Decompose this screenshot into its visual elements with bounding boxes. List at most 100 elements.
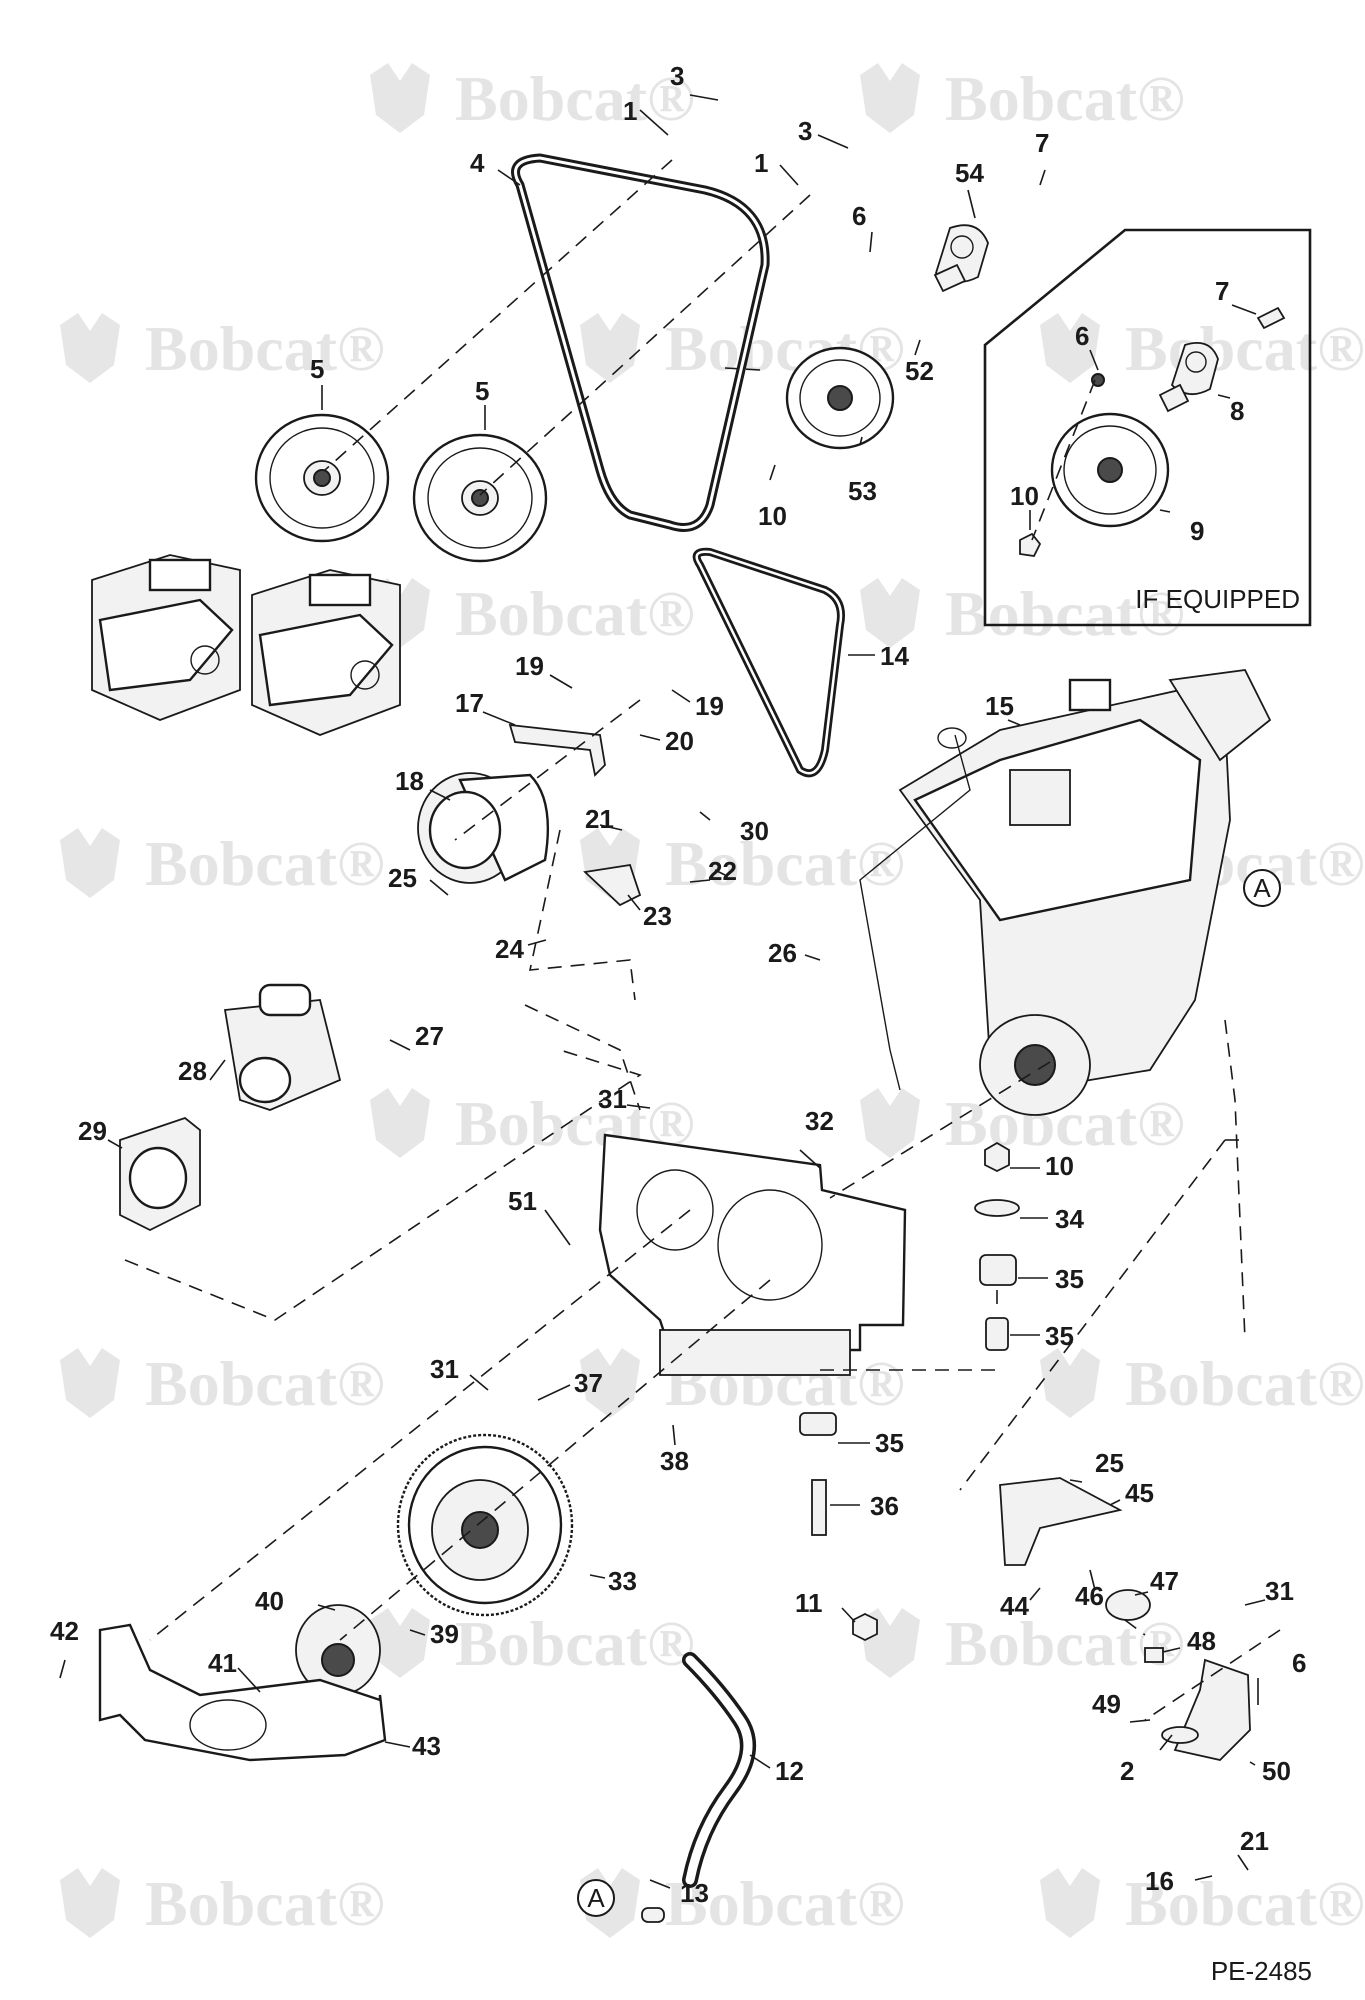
callout: 3 <box>798 116 812 146</box>
callout: 4 <box>470 148 485 178</box>
callout: 27 <box>415 1021 444 1051</box>
callout: 42 <box>50 1616 79 1646</box>
callout: 31 <box>598 1084 627 1114</box>
callout: 9 <box>1190 516 1204 546</box>
callout: 15 <box>985 691 1014 721</box>
callout: 39 <box>430 1619 459 1649</box>
engine-adapter-plate <box>598 1133 907 1376</box>
callout: 10 <box>1010 481 1039 511</box>
callout: 44 <box>1000 1591 1029 1621</box>
callout: 35 <box>1055 1264 1084 1294</box>
engine-mount-stack <box>799 1141 1020 1536</box>
callout: 6 <box>852 201 866 231</box>
callout: 25 <box>1095 1448 1124 1478</box>
svg-text:A: A <box>587 1883 605 1913</box>
bobcat-watermark: Bobcat® <box>860 63 1185 134</box>
if-equipped-inset: IF EQUIPPED <box>983 228 1312 627</box>
bobcat-logo-watermark-icon <box>370 1608 430 1678</box>
bobcat-watermark: Bobcat® <box>860 1608 1185 1679</box>
callout: 1 <box>623 96 637 126</box>
callout: 1 <box>754 148 768 178</box>
bobcat-watermark: Bobcat® <box>1040 1348 1365 1419</box>
callout: 21 <box>585 804 614 834</box>
callout: 38 <box>660 1446 689 1476</box>
engine-mount-bracket-right <box>999 1477 1251 1761</box>
engine-mount-bracket-front <box>98 1623 387 1762</box>
bobcat-watermark: Bobcat® <box>1040 313 1365 384</box>
watermark-text: Bobcat® <box>145 313 385 384</box>
callout: 47 <box>1150 1566 1179 1596</box>
bobcat-logo-watermark-icon <box>370 1088 430 1158</box>
callout: 13 <box>680 1878 709 1908</box>
callout: 8 <box>1230 396 1244 426</box>
callout: 45 <box>1125 1478 1154 1508</box>
bobcat-watermark: Bobcat® <box>60 828 385 899</box>
callout: 6 <box>1075 321 1089 351</box>
reference-code: PE-2485 <box>1211 1956 1312 1986</box>
callout: 20 <box>665 726 694 756</box>
callout: 12 <box>775 1756 804 1786</box>
idler-pulley <box>785 346 895 450</box>
alternator <box>417 772 550 884</box>
callout: 48 <box>1187 1626 1216 1656</box>
callout: 49 <box>1092 1689 1121 1719</box>
callout: 35 <box>1045 1321 1074 1351</box>
callout: 52 <box>905 356 934 386</box>
bobcat-watermark: Bobcat® <box>580 1868 905 1939</box>
callout: 5 <box>475 376 489 406</box>
callout: 22 <box>708 856 737 886</box>
belt-tensioner <box>933 224 989 293</box>
bobcat-logo-watermark-icon <box>860 578 920 648</box>
starter-motor <box>223 983 342 1111</box>
hydraulic-pump-left <box>91 554 241 721</box>
bobcat-logo-watermark-icon <box>1040 1348 1100 1418</box>
watermark-text: Bobcat® <box>145 1868 385 1939</box>
connector-a-top: A <box>1243 869 1281 907</box>
callout: 5 <box>310 354 324 384</box>
callout: 19 <box>695 691 724 721</box>
watermark-text: Bobcat® <box>145 828 385 899</box>
bobcat-logo-watermark-icon <box>370 63 430 133</box>
watermark-text: Bobcat® <box>665 828 905 899</box>
callout: 6 <box>1292 1648 1306 1678</box>
callout: 51 <box>508 1186 537 1216</box>
callout: 18 <box>395 766 424 796</box>
callout: 3 <box>670 61 684 91</box>
idler-pulley-inset <box>1050 412 1170 528</box>
watermark-text: Bobcat® <box>455 578 695 649</box>
engine-assembly <box>898 669 1272 1116</box>
bobcat-watermark: Bobcat® <box>370 1608 695 1679</box>
callout: 37 <box>574 1368 603 1398</box>
bobcat-logo-watermark-icon <box>1040 313 1100 383</box>
callout: 53 <box>848 476 877 506</box>
inset-label: IF EQUIPPED <box>1135 584 1300 614</box>
callout: 2 <box>1120 1756 1134 1786</box>
v-belt-large <box>511 153 770 532</box>
callout: 16 <box>1145 1866 1174 1896</box>
watermark-text: Bobcat® <box>945 63 1185 134</box>
callout: 30 <box>740 816 769 846</box>
callout: 26 <box>768 938 797 968</box>
callout: 32 <box>805 1106 834 1136</box>
callout: 35 <box>875 1428 904 1458</box>
pump-pulley-right <box>412 433 548 563</box>
watermark-text: Bobcat® <box>455 63 695 134</box>
callout: 10 <box>758 501 787 531</box>
bobcat-logo-watermark-icon <box>580 313 640 383</box>
bobcat-logo-watermark-icon <box>860 63 920 133</box>
callout: 33 <box>608 1566 637 1596</box>
alternator-bracket <box>508 723 606 777</box>
callout: 29 <box>78 1116 107 1146</box>
dipstick <box>859 734 971 1091</box>
bobcat-watermark: Bobcat® <box>60 1348 385 1419</box>
starter-adapter-plate <box>119 1116 201 1232</box>
flywheel <box>396 1433 574 1617</box>
callout: 36 <box>870 1491 899 1521</box>
callout: 24 <box>495 934 524 964</box>
watermark-text: Bobcat® <box>1125 1348 1365 1419</box>
callout: 54 <box>955 158 984 188</box>
callout: 7 <box>1215 276 1229 306</box>
callout: 17 <box>455 688 484 718</box>
callout: 40 <box>255 1586 284 1616</box>
